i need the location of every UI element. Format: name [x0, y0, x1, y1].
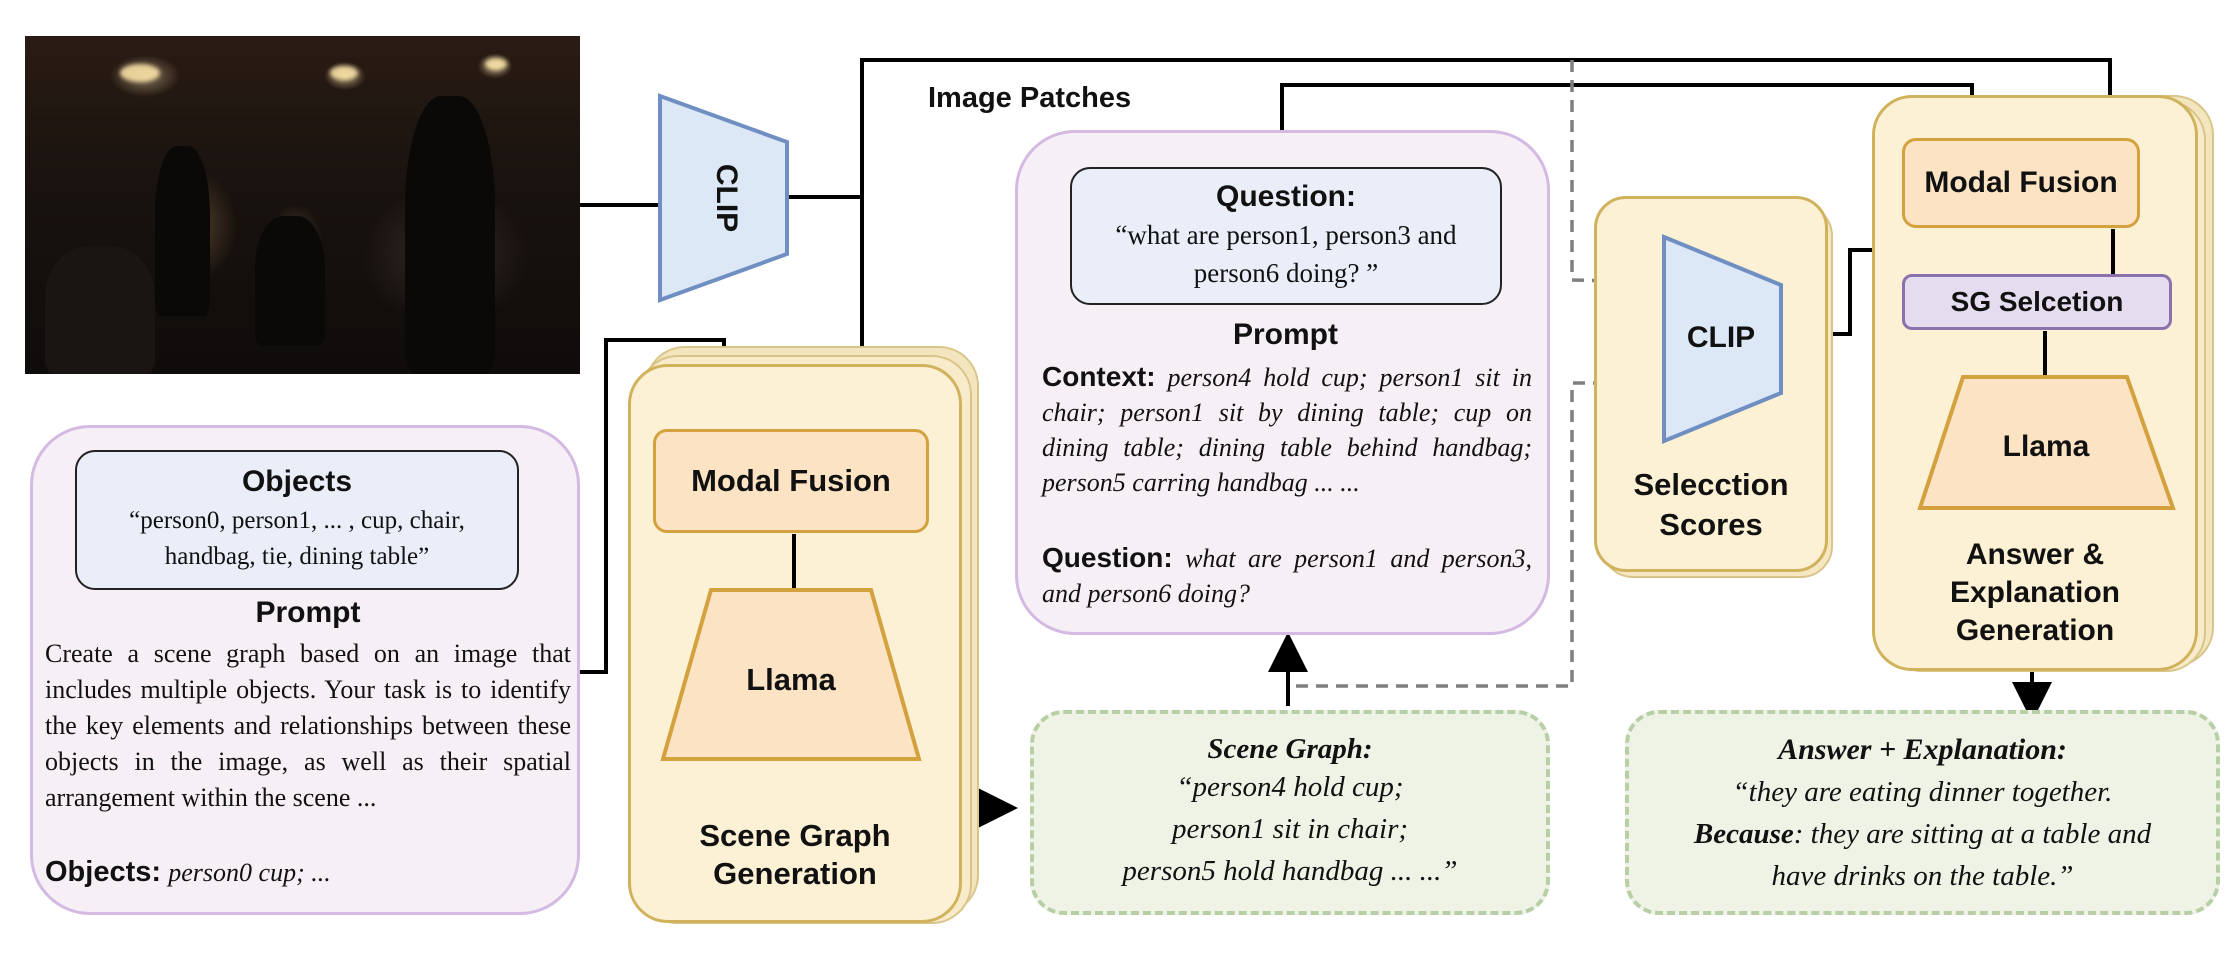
- input-image: [25, 36, 580, 374]
- answer-llama-label: Llama: [2003, 430, 2090, 463]
- selection-module: CLIP Selecction Scores: [1594, 196, 1828, 572]
- question-paragraph: Question: what are person1 and person3, …: [1042, 540, 1532, 611]
- objects-box: Objects “person0, person1, ... , cup, ch…: [75, 450, 519, 590]
- qa-prompt-panel: Question: “what are person1, person3 and…: [1015, 130, 1550, 635]
- sg-llama: Llama: [660, 588, 922, 761]
- because-label: Because: [1693, 817, 1794, 850]
- image-patches-label: Image Patches: [928, 82, 1132, 114]
- answer-line-2: Because: they are sitting at a table and: [1694, 813, 2151, 855]
- answer-line-3: have drinks on the table.”: [1771, 859, 2074, 892]
- sg-module-caption: Scene Graph Generation: [699, 818, 891, 891]
- objects-text: “person0, person1, ... , cup, chair, han…: [129, 507, 465, 570]
- selection-clip-label: CLIP: [1687, 321, 1755, 354]
- question-label: Question:: [1042, 542, 1173, 573]
- answer-output-box: Answer + Explanation: “they are eating d…: [1625, 710, 2220, 915]
- context-paragraph: Context: person4 hold cup; person1 sit i…: [1042, 359, 1532, 500]
- answer-llama: Llama: [1917, 375, 2176, 510]
- sg-llama-label: Llama: [746, 662, 836, 697]
- question-value: what are person1 and person3, and person…: [1042, 544, 1533, 608]
- context-text: person4 hold cup; person1 sit in chair; …: [1042, 363, 1533, 497]
- answer-line-2-rest: : they are sitting at a table and: [1793, 817, 2152, 850]
- objects-line: Objects: person0 cup; ...: [45, 856, 571, 889]
- question-text: “what are person1, person3 and person6 d…: [1115, 220, 1457, 288]
- scene-graph-output-box: Scene Graph: “person4 hold cup; person1 …: [1030, 710, 1550, 915]
- sg-selection-to-llama-line: [2043, 331, 2047, 377]
- selection-caption: Selecction Scores: [1633, 467, 1789, 542]
- clip-encoder: CLIP: [658, 93, 789, 303]
- answer-modal-fusion: Modal Fusion: [1902, 138, 2140, 228]
- scene-graph-title: Scene Graph:: [1207, 733, 1373, 765]
- fusion-to-sg-selection-line: [2111, 229, 2115, 274]
- answer-module-caption: Answer & Explanation Generation: [1949, 538, 2121, 647]
- fusion-to-llama-line: [792, 534, 796, 588]
- clip-label: CLIP: [710, 164, 743, 232]
- objects-title: Objects: [241, 465, 353, 498]
- objects-label: Objects:: [45, 856, 162, 888]
- prompt-to-answer-fusion-arrow: [1280, 83, 1992, 143]
- answer-line-1: “they are eating dinner together.: [1732, 775, 2113, 808]
- prompt-title: Prompt: [255, 596, 361, 629]
- scene-graph-line-2: person1 sit in chair;: [1171, 813, 1409, 845]
- question-box: Question: “what are person1, person3 and…: [1070, 167, 1502, 305]
- scene-graph-line-1: “person4 hold cup;: [1176, 771, 1404, 803]
- scene-graph-line-3: person5 hold handbag ... ...”: [1122, 855, 1458, 887]
- sg-modal-fusion: Modal Fusion: [653, 429, 929, 533]
- scene-graph-generation-module: Modal Fusion Llama Scene Graph Generatio…: [628, 364, 962, 923]
- prompt-text: Create a scene graph based on an image t…: [45, 639, 571, 812]
- objects-value: person0 cup; ...: [168, 858, 331, 887]
- selection-clip: CLIP: [1662, 234, 1783, 444]
- sg-selection-box: SG Selcetion: [1902, 274, 2172, 330]
- qa-prompt-title: Prompt: [1233, 318, 1338, 351]
- patches-to-selection-dashed-arrow: [1570, 60, 1667, 299]
- context-label: Context:: [1042, 361, 1156, 392]
- answer-generation-module: Modal Fusion SG Selcetion Llama Answer &…: [1872, 95, 2198, 671]
- scene-graph-prompt-panel: Objects “person0, person1, ... , cup, ch…: [30, 425, 580, 915]
- answer-title: Answer + Explanation:: [1778, 732, 2067, 766]
- question-title: Question:: [1216, 180, 1356, 213]
